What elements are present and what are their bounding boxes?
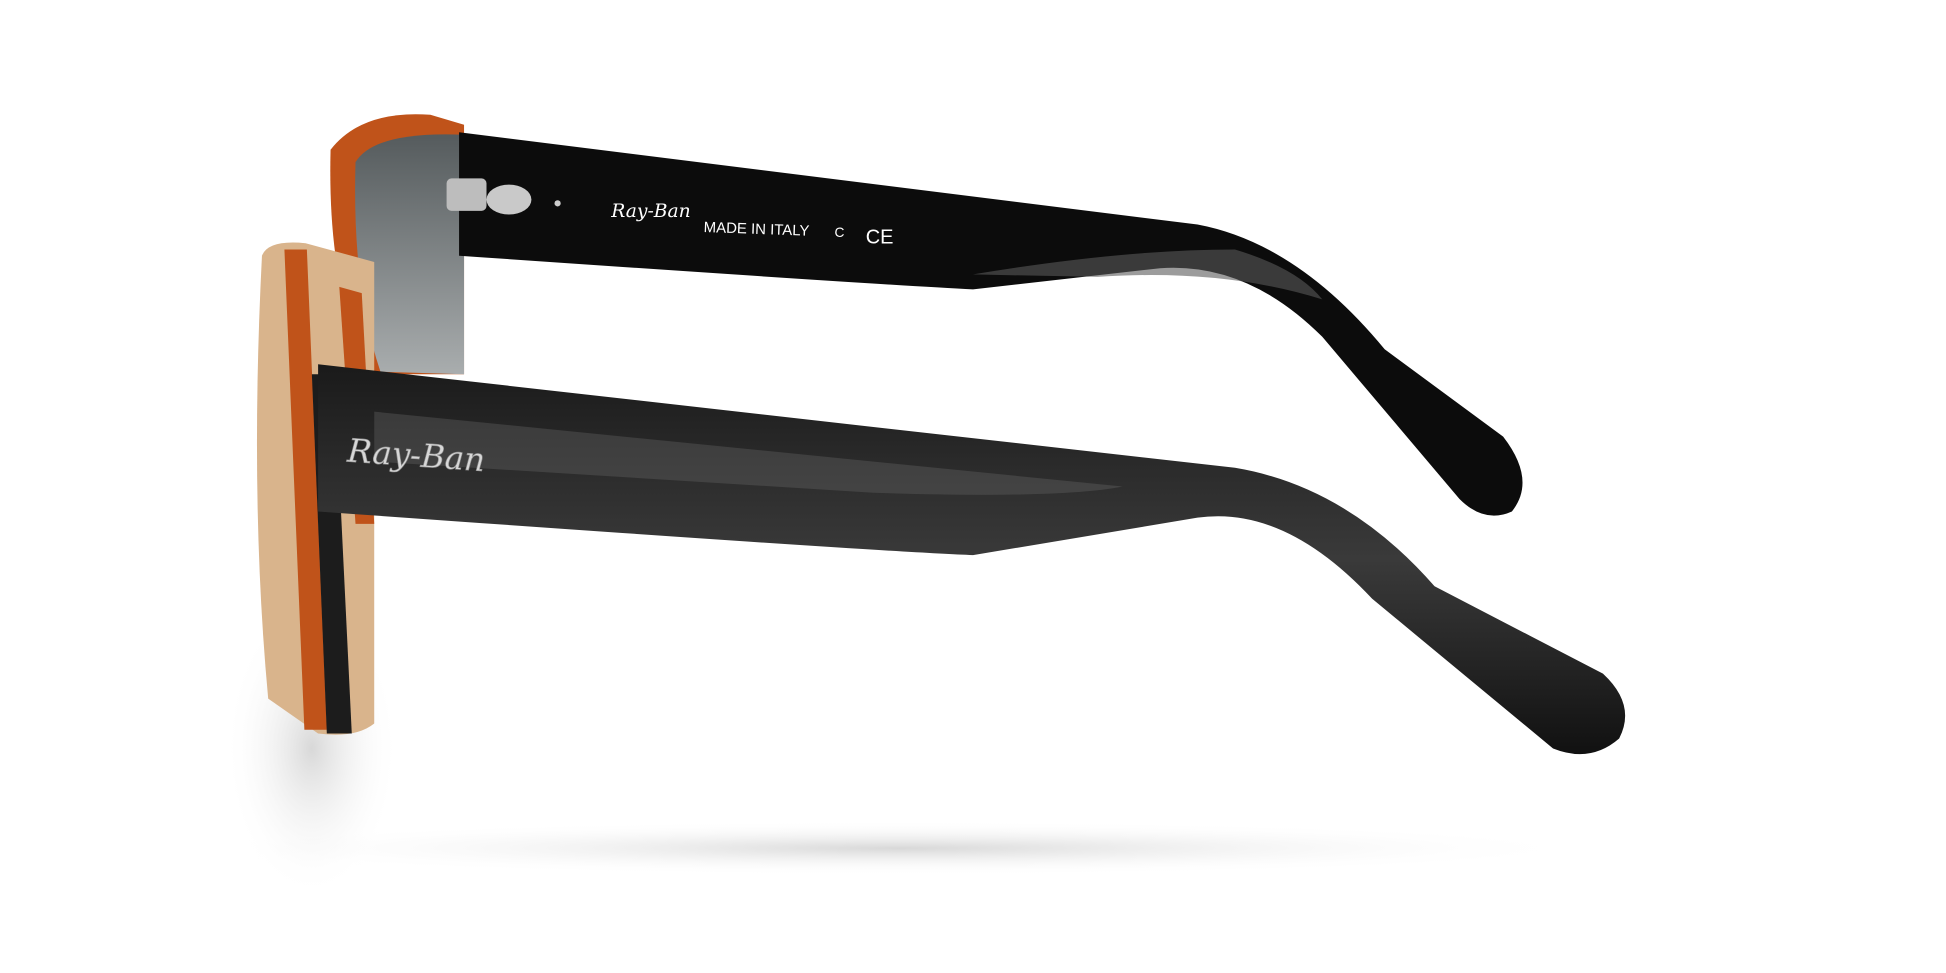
c-mark: C xyxy=(835,225,845,240)
temple-back xyxy=(459,132,1523,516)
frame-front-stripe-orange xyxy=(284,249,327,730)
hinge xyxy=(446,178,487,211)
rivet xyxy=(554,200,561,207)
temple-back-highlight xyxy=(973,249,1323,300)
ce-mark: CE xyxy=(866,226,894,248)
hinge-plate xyxy=(486,184,532,215)
temple-front-highlight xyxy=(374,411,1123,495)
temple-inner-logo: Ray-Ban xyxy=(610,201,691,222)
made-in-italy-text: MADE IN ITALY xyxy=(703,219,809,240)
lens xyxy=(355,134,465,375)
temple-front xyxy=(318,364,1626,755)
floor-shadow xyxy=(199,820,1597,876)
